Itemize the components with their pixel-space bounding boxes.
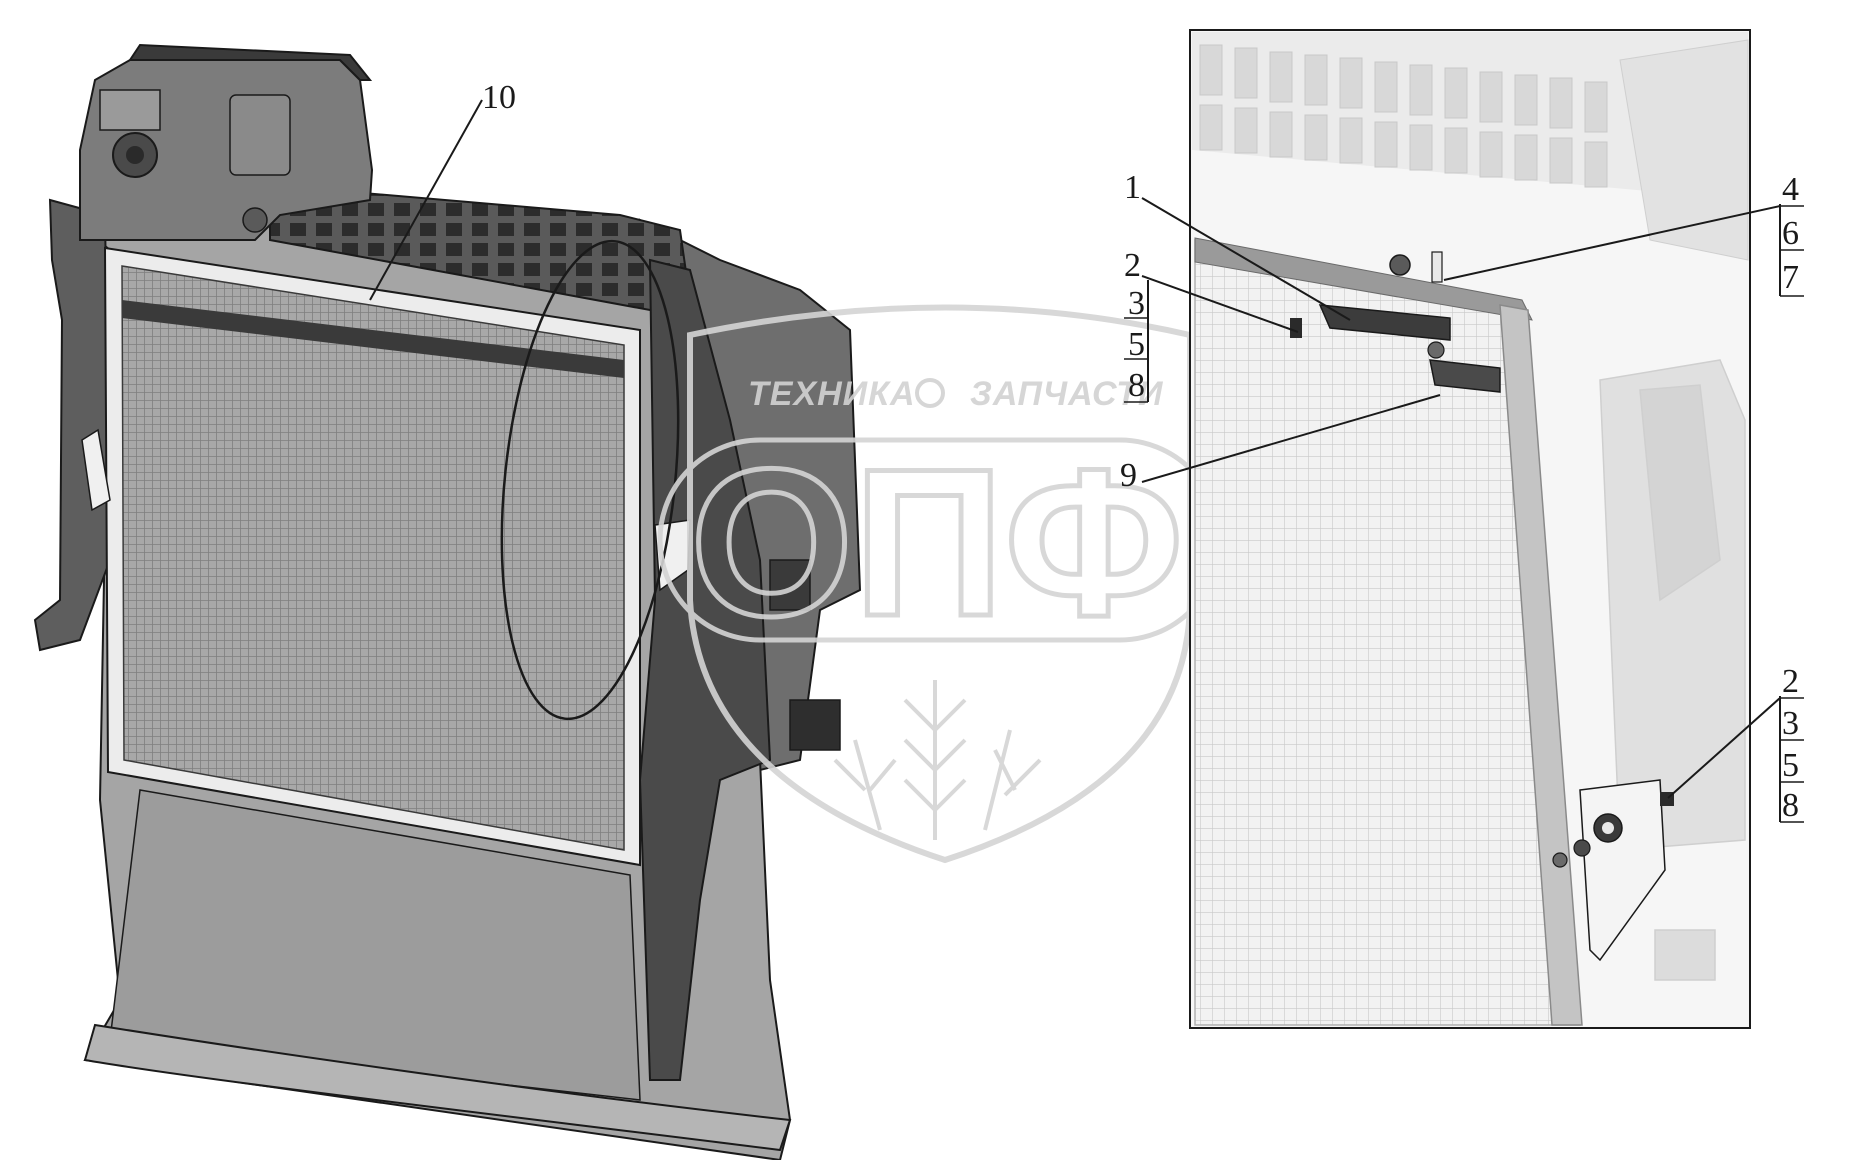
screw-icon bbox=[1431, 251, 1443, 283]
radiator-assembly: 10 bbox=[33, 43, 862, 1160]
detail-top-grille bbox=[1192, 32, 1749, 261]
nut-icon bbox=[1573, 839, 1591, 857]
expansion-tank bbox=[79, 43, 374, 241]
top-bracket bbox=[1318, 304, 1451, 341]
watermark-logo-letters: ОПФ bbox=[690, 425, 1184, 660]
washer-icon bbox=[1389, 254, 1411, 276]
leader-line bbox=[1443, 205, 1781, 281]
leader-line bbox=[1141, 197, 1351, 321]
nut-icon bbox=[1427, 341, 1445, 359]
callout-label: 10 bbox=[482, 79, 516, 116]
plate-part-9 bbox=[1429, 359, 1501, 393]
callout-label: 9 bbox=[1120, 457, 1137, 494]
rail-bracket bbox=[769, 559, 811, 611]
detail-panel-side-edge bbox=[1499, 304, 1583, 1026]
callout-label: 2 bbox=[1124, 247, 1141, 284]
leader-line bbox=[1667, 697, 1781, 799]
wheat-icon bbox=[833, 680, 1042, 840]
rail-bracket bbox=[789, 699, 841, 751]
left-mount-clip bbox=[81, 428, 111, 512]
leader-line bbox=[1141, 275, 1299, 333]
watermark-logo: ТЕХНИКА ЗАПЧАСТИ ОПФ bbox=[657, 304, 1223, 864]
callout-label: 5 bbox=[1128, 326, 1145, 363]
bolt-icon bbox=[1290, 318, 1302, 338]
callout-label: 7 bbox=[1782, 259, 1799, 296]
bottom-lip bbox=[83, 1023, 792, 1152]
callout-label: 3 bbox=[1782, 705, 1799, 742]
leader-line bbox=[369, 99, 483, 301]
shield-icon bbox=[687, 304, 1193, 864]
callout-label: 2 bbox=[1782, 663, 1799, 700]
callout-label: 8 bbox=[1782, 787, 1799, 824]
gear-icon bbox=[915, 378, 945, 408]
callout-label: 8 bbox=[1128, 367, 1145, 404]
watermark-left-text: ТЕХНИКА bbox=[748, 375, 916, 413]
callout-label: 1 bbox=[1124, 169, 1141, 206]
detail-side-structure bbox=[1599, 359, 1746, 981]
left-side-bracket bbox=[33, 198, 112, 652]
leader-line bbox=[1141, 394, 1441, 483]
radiator-mesh-core bbox=[121, 265, 625, 851]
callout-label: 4 bbox=[1782, 171, 1799, 208]
callout-label: 3 bbox=[1128, 285, 1145, 322]
detail-panel-edge bbox=[1194, 237, 1533, 321]
detail-view: 1 2 3 5 8 4 6 7 9 2 3 5 8 bbox=[1120, 29, 1804, 1029]
watermark-right-text: ЗАПЧАСТИ bbox=[970, 375, 1164, 413]
core-top-band bbox=[122, 300, 624, 378]
callout-label: 5 bbox=[1782, 747, 1799, 784]
callout-label: 6 bbox=[1782, 215, 1799, 252]
lower-plate bbox=[109, 789, 641, 1101]
nut-icon bbox=[1552, 852, 1568, 868]
